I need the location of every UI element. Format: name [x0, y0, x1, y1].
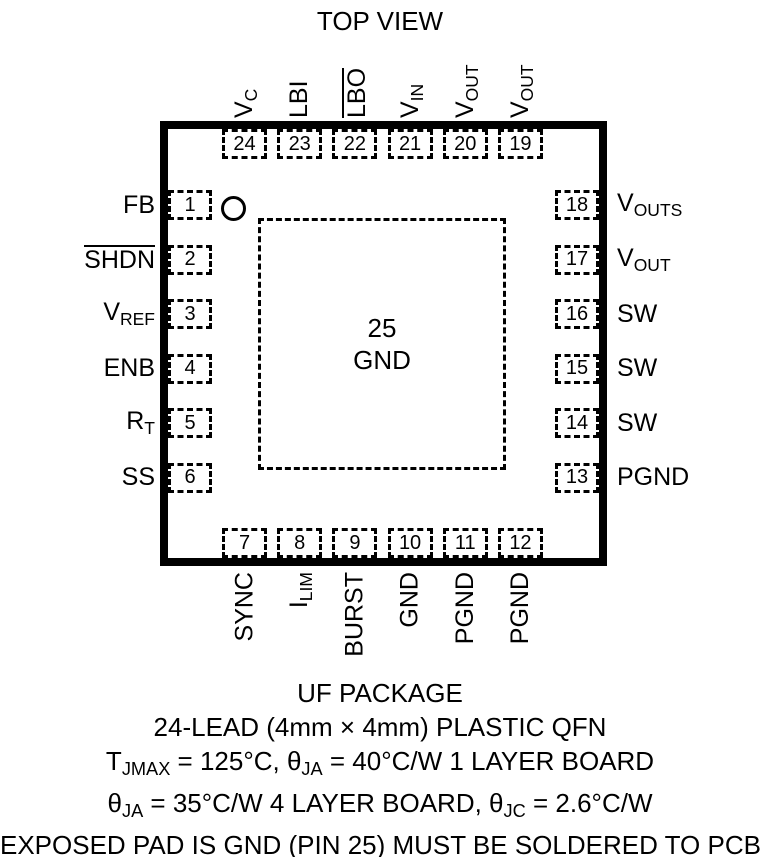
- pin-2-label: SHDN: [84, 244, 155, 274]
- pin-2-label-cell: SHDN: [20, 244, 155, 275]
- pin-14-label-cell: SW: [617, 408, 757, 438]
- pin-box-16: 16: [555, 299, 599, 330]
- pin-16-label: SW: [617, 299, 658, 328]
- pin-10-label: GND: [395, 572, 424, 628]
- pin-box-21: 21: [387, 129, 433, 159]
- pin-box-20: 20: [442, 129, 488, 159]
- pin-box-22: 22: [332, 129, 378, 159]
- package-outline: [160, 121, 607, 566]
- pin-box-7: 7: [222, 528, 267, 558]
- note-exposed-pad: EXPOSED PAD IS GND (PIN 25) MUST BE SOLD…: [0, 830, 760, 857]
- pin-13-label: PGND: [617, 463, 690, 492]
- pin-box-6: 6: [168, 462, 212, 493]
- diagram-title: TOP VIEW: [316, 6, 444, 36]
- pin-23-label: LBI: [285, 80, 314, 118]
- pin-17-label: VOUT: [617, 243, 671, 275]
- pin-18-label: VOUTS: [617, 189, 683, 220]
- pin-9-label-cell: BURST: [332, 572, 377, 672]
- pin-4-label: ENB: [103, 354, 155, 383]
- pin-20-label: VOUT: [450, 64, 482, 118]
- pin-24-label: VC: [230, 88, 261, 118]
- note-thermal-1: TJMAX = 125°C, θJA = 40°C/W 1 LAYER BOAR…: [105, 746, 655, 780]
- package-notes: UF PACKAGE 24-LEAD (4mm × 4mm) PLASTIC Q…: [0, 676, 760, 857]
- pin-3-label: VREF: [103, 298, 155, 330]
- pin-box-24: 24: [222, 129, 267, 159]
- top-pin-labels: VC LBI LBO VIN VOUT VOUT: [222, 34, 543, 118]
- note-package-name: UF PACKAGE: [297, 678, 463, 708]
- pin-17-label-cell: VOUT: [617, 243, 757, 275]
- pin-18-label-cell: VOUTS: [617, 189, 757, 220]
- pin-box-19: 19: [497, 129, 543, 159]
- pin-16-label-cell: SW: [617, 299, 757, 329]
- pin-19-label: VOUT: [505, 64, 537, 118]
- right-pin-labels: VOUTS VOUT SW SW SW PGND: [617, 189, 757, 493]
- pin-19-label-cell: VOUT: [498, 34, 543, 118]
- pin-box-23: 23: [277, 129, 323, 159]
- pin-13-label-cell: PGND: [617, 463, 757, 493]
- pin1-indicator-icon: [221, 196, 246, 221]
- pin-21-label: VIN: [395, 83, 427, 118]
- pin-3-label-cell: VREF: [20, 298, 155, 330]
- exposed-pad-name: GND: [353, 345, 411, 375]
- pin-box-15: 15: [555, 353, 599, 384]
- pin-box-11: 11: [442, 528, 488, 558]
- pin-24-label-cell: VC: [222, 34, 267, 118]
- pin-box-5: 5: [168, 408, 212, 439]
- pin-10-label-cell: GND: [388, 572, 433, 672]
- pin-14-label: SW: [617, 408, 658, 437]
- pin-12-label: PGND: [505, 572, 534, 645]
- note-thermal-2: θJA = 35°C/W 4 LAYER BOARD, θJC = 2.6°C/…: [107, 788, 653, 822]
- exposed-pad-number: 25: [367, 313, 397, 343]
- pin-box-9: 9: [332, 528, 378, 558]
- pin-7-label-cell: SYNC: [222, 572, 267, 672]
- pin-15-label-cell: SW: [617, 354, 757, 384]
- pin-box-13: 13: [555, 462, 599, 493]
- pin-4-label-cell: ENB: [20, 354, 155, 384]
- pin-box-14: 14: [555, 408, 599, 439]
- pin-6-label-cell: SS: [20, 463, 155, 493]
- bottom-pin-row: 7 8 9 10 11 12: [222, 528, 543, 558]
- pin-box-1: 1: [168, 190, 212, 220]
- pin-11-label: PGND: [450, 572, 479, 645]
- pin-22-label: LBO: [342, 67, 372, 118]
- pin-8-label: ILIM: [285, 572, 317, 609]
- pin-21-label-cell: VIN: [388, 34, 433, 118]
- pin-box-2: 2: [168, 244, 212, 275]
- pin-box-12: 12: [497, 528, 543, 558]
- left-pin-column: 1 2 3 4 5 6: [168, 190, 212, 493]
- pin-box-18: 18: [555, 190, 599, 220]
- pin-box-4: 4: [168, 353, 212, 384]
- pin-box-10: 10: [387, 528, 433, 558]
- pin-23-label-cell: LBI: [277, 34, 322, 118]
- exposed-pad: 25 GND: [258, 218, 506, 470]
- pin-5-label: RT: [126, 407, 155, 439]
- pin-box-3: 3: [168, 299, 212, 330]
- pin-12-label-cell: PGND: [498, 572, 543, 672]
- right-pin-column: 18 17 16 15 14 13: [555, 190, 599, 493]
- bottom-pin-labels: SYNC ILIM BURST GND PGND PGND: [222, 572, 543, 672]
- pin-22-label-cell: LBO: [332, 34, 377, 118]
- pin-11-label-cell: PGND: [443, 572, 488, 672]
- left-pin-labels: FB SHDN VREF ENB RT SS: [20, 190, 155, 493]
- pin-15-label: SW: [617, 354, 658, 383]
- pin-8-label-cell: ILIM: [277, 572, 322, 672]
- pin-6-label: SS: [121, 463, 155, 492]
- pin-20-label-cell: VOUT: [443, 34, 488, 118]
- pin-box-17: 17: [555, 244, 599, 275]
- pin-5-label-cell: RT: [20, 407, 155, 439]
- top-pin-row: 24 23 22 21 20 19: [222, 129, 543, 159]
- pin-9-label: BURST: [340, 572, 369, 657]
- pin-1-label-cell: FB: [20, 190, 155, 220]
- pin-1-label: FB: [123, 190, 155, 219]
- pin-7-label: SYNC: [230, 572, 258, 642]
- pin-box-8: 8: [277, 528, 323, 558]
- note-lead-count: 24-LEAD (4mm × 4mm) PLASTIC QFN: [153, 712, 607, 742]
